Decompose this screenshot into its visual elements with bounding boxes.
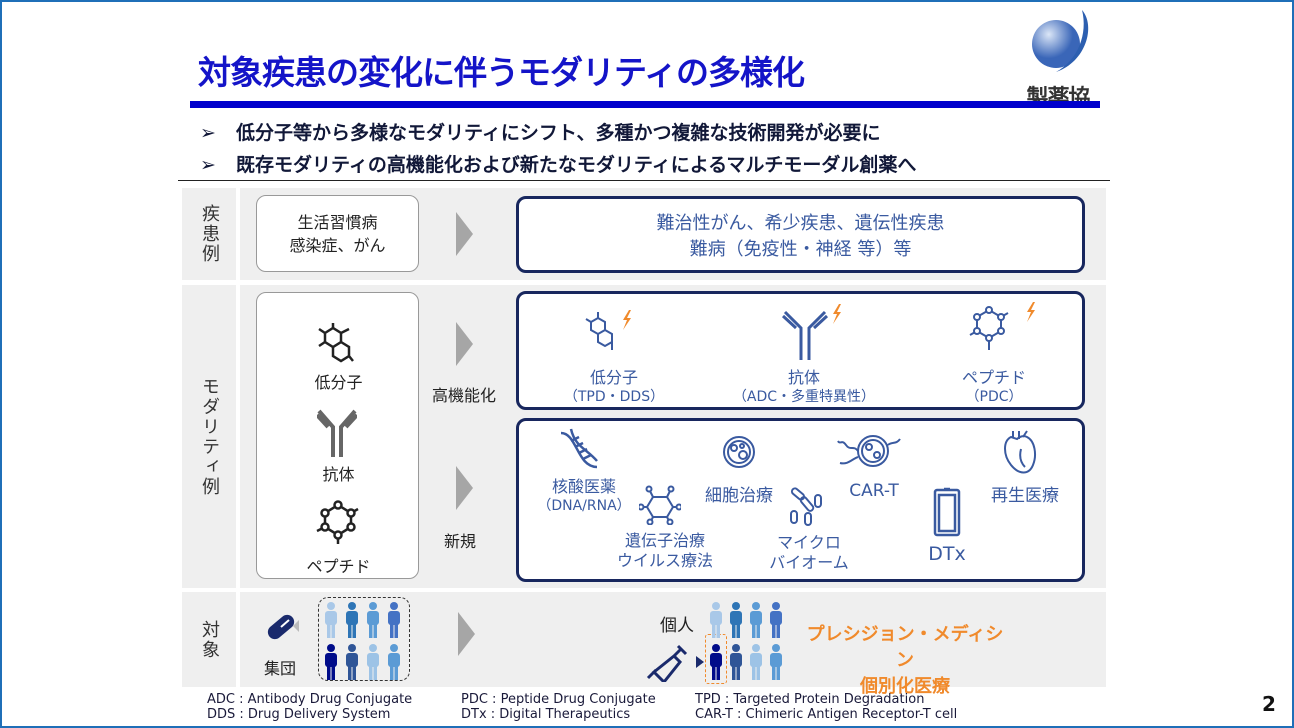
modality-label: 抗体 <box>322 465 355 484</box>
person-icon <box>710 602 722 638</box>
population-group <box>318 597 410 681</box>
slide-title: 対象疾患の変化に伴うモダリティの多様化 <box>198 53 805 92</box>
traditional-modality-box: 低分子 抗体 ペプチド <box>256 292 419 579</box>
globe-logo-icon <box>1032 10 1089 72</box>
heart-icon <box>1004 430 1036 474</box>
modality-name: DTx <box>928 543 966 565</box>
bullet-text: 既存モダリティの高機能化および新たなモダリティによるマルチモーダル創薬へ <box>236 154 917 176</box>
divider <box>178 180 1110 181</box>
person-icon <box>346 644 358 680</box>
arrow-bullet-icon: ➢ <box>200 122 216 144</box>
person-icon <box>750 644 762 680</box>
modality-label: ペプチド <box>306 557 371 576</box>
modality-name: 核酸医薬 <box>551 477 616 496</box>
legend-item: TPD : Targeted Protein Degradation <box>695 692 925 707</box>
cell-icon <box>723 436 755 468</box>
person-icon <box>325 602 337 638</box>
legend-item: PDC : Peptide Drug Conjugate <box>461 692 656 707</box>
enhanced-modality-box: 低分子 （TPD・DDS） 抗体 （ADC・多重特異性） ペプチド （PDC） <box>516 291 1085 410</box>
arrow-right-icon <box>456 466 473 510</box>
people-icon <box>325 602 400 680</box>
modality-name: 抗体 <box>787 368 820 387</box>
page-number: 2 <box>1262 692 1276 716</box>
legend-item: DDS : Drug Delivery System <box>207 707 391 722</box>
arrow-right-icon <box>456 322 473 366</box>
modality-name: 遺伝子治療 <box>624 531 705 550</box>
modality-label: 低分子 <box>314 373 363 392</box>
antibody-icon <box>781 304 841 360</box>
legend-item: CAR-T : Chimeric Antigen Receptor-T cell <box>695 707 958 722</box>
dna-icon <box>560 428 598 469</box>
enhanced-label: 高機能化 <box>431 386 496 405</box>
arrow-right-icon <box>456 212 473 256</box>
disease-text: 難病（免疫性・神経 等）等 <box>689 239 912 260</box>
modality-name: ペプチド <box>961 368 1026 387</box>
disease-new-box: 難治性がん、希少疾患、遺伝性疾患 難病（免疫性・神経 等）等 <box>516 196 1085 273</box>
disease-text: 生活習慣病 <box>297 213 378 232</box>
car-t-cell-icon <box>837 435 901 467</box>
modality-name: 低分子 <box>589 368 638 387</box>
person-icon <box>730 644 742 680</box>
legend-item: ADC : Antibody Drug Conjugate <box>207 692 413 707</box>
precision-text: 個別化医療 <box>860 676 950 697</box>
arrow-right-icon <box>458 612 475 656</box>
people-icon <box>710 602 782 680</box>
row-label-modality: モダリティ例 <box>182 285 236 588</box>
person-icon <box>750 602 762 638</box>
new-modality-box: 核酸医薬 （DNA/RNA） 遺伝子治療 ウイルス療法 細胞治療 マイクロ バイ… <box>516 418 1085 582</box>
legend-item: DTx : Digital Therapeutics <box>461 707 631 722</box>
modality-sub: （PDC） <box>965 389 1023 405</box>
small-molecule-icon <box>318 323 354 363</box>
disease-text: 難治性がん、希少疾患、遺伝性疾患 <box>656 213 945 234</box>
antibody-icon <box>317 409 357 457</box>
selected-individual-highlight <box>705 634 727 684</box>
digital-device-icon <box>933 487 961 537</box>
syringe-icon <box>646 644 704 682</box>
person-icon <box>730 602 742 638</box>
bullet-text: 低分子等から多様なモダリティにシフト、多種かつ複雑な技術開発が必要に <box>236 122 881 144</box>
gene-therapy-icon <box>639 485 681 525</box>
modality-name: CAR-T <box>849 481 899 501</box>
modality-sub: バイオーム <box>769 553 849 572</box>
group-label: 集団 <box>264 659 297 678</box>
person-icon <box>388 644 400 680</box>
row-label-disease: 疾患例 <box>182 188 236 280</box>
precision-text: プレシジョン・メディシン <box>806 624 1004 671</box>
jpma-logo: 製薬協 <box>1012 6 1104 111</box>
person-icon <box>346 602 358 638</box>
arrow-bullet-icon: ➢ <box>200 154 216 176</box>
microbiome-icon <box>790 487 822 526</box>
individual-label: 個人 <box>660 616 694 636</box>
modality-sub: （DNA/RNA） <box>537 498 631 514</box>
disease-text: 感染症、がん <box>289 236 386 255</box>
peptide-icon <box>316 500 359 544</box>
row-label-target: 対象 <box>182 592 236 687</box>
person-icon <box>770 644 782 680</box>
precision-medicine-label: プレシジョン・メディシン 個別化医療 <box>800 622 1010 700</box>
modality-name: 細胞治療 <box>705 486 773 506</box>
bullet-2: ➢ 既存モダリティの高機能化および新たなモダリティによるマルチモーダル創薬へ <box>200 150 916 177</box>
person-icon <box>388 602 400 638</box>
title-rule <box>190 101 1100 108</box>
person-icon <box>325 644 337 680</box>
modality-sub: （ADC・多重特異性） <box>732 389 876 405</box>
person-icon <box>367 644 379 680</box>
modality-sub: ウイルス療法 <box>616 551 713 570</box>
small-molecule-icon <box>585 310 631 350</box>
bullet-1: ➢ 低分子等から多様なモダリティにシフト、多種かつ複雑な技術開発が必要に <box>200 118 880 145</box>
modality-sub: （TPD・DDS） <box>563 389 665 405</box>
pill-icon <box>267 614 299 640</box>
disease-traditional-box: 生活習慣病 感染症、がん <box>256 195 419 272</box>
person-icon <box>710 644 722 680</box>
peptide-icon <box>969 302 1035 350</box>
person-icon <box>367 602 379 638</box>
modality-name: 再生医療 <box>991 486 1059 506</box>
person-icon <box>770 602 782 638</box>
modality-name: マイクロ <box>777 533 841 552</box>
new-label: 新規 <box>443 532 476 551</box>
